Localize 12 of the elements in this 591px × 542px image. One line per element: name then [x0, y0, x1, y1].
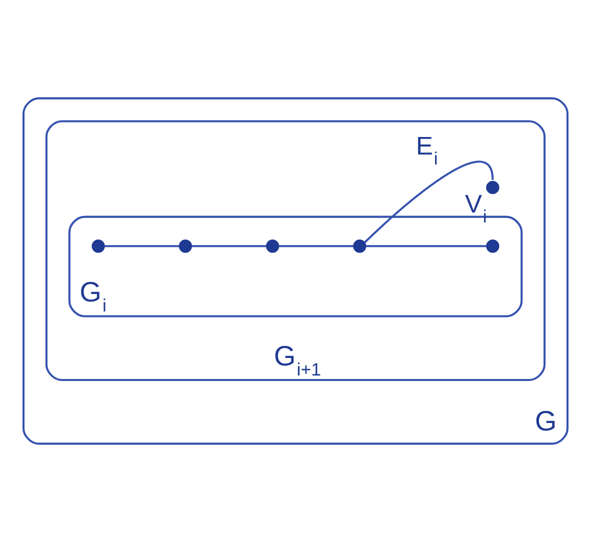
- connector: [366, 245, 486, 248]
- node-dot: [92, 240, 105, 253]
- edge-label: E$_{i}$: [416, 132, 438, 168]
- node-dot: [486, 180, 500, 194]
- node-dot: [353, 240, 366, 253]
- connector: [364, 160, 494, 244]
- connector: [192, 245, 266, 248]
- node-dot: [486, 240, 500, 253]
- connector: [278, 245, 354, 248]
- connector: [104, 245, 180, 248]
- node-dot: [266, 240, 280, 253]
- node-dot: [178, 240, 192, 253]
